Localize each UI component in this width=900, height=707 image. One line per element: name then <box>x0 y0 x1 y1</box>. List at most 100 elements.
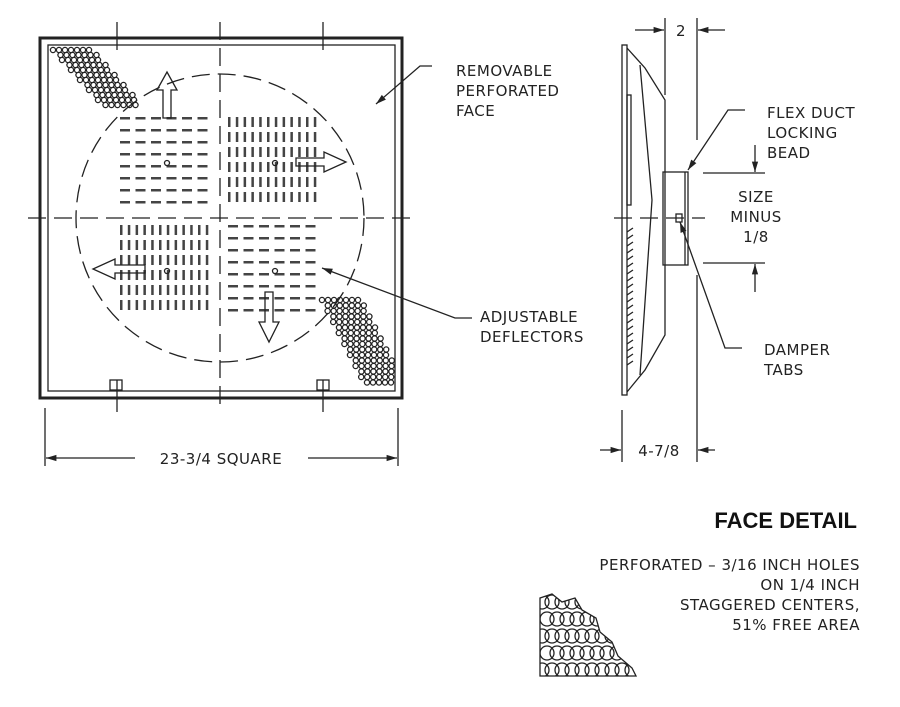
slot <box>198 240 201 250</box>
slot <box>190 240 193 250</box>
sample-hole <box>540 645 555 661</box>
slot <box>290 261 300 264</box>
perforation-hole <box>381 379 389 386</box>
perforation-hole <box>371 324 379 331</box>
arrow-right-icon <box>295 150 348 174</box>
slot <box>259 192 262 202</box>
slot <box>159 255 162 265</box>
perforation-hole <box>354 307 361 315</box>
perforation-hole <box>375 373 383 381</box>
fin-line <box>626 255 634 261</box>
perforation-hole <box>359 318 367 326</box>
sample-hole <box>559 611 575 627</box>
slot <box>306 117 309 127</box>
slot <box>290 132 293 142</box>
slot <box>306 192 309 202</box>
perforation-hole <box>347 329 355 337</box>
sample-hole <box>540 628 550 644</box>
slot <box>205 285 209 295</box>
size-label: SIZE <box>738 188 774 206</box>
sample-hole <box>540 662 550 676</box>
perforation-hole <box>49 46 57 54</box>
slot <box>282 132 286 142</box>
slot <box>198 300 201 310</box>
slot <box>290 162 293 172</box>
slot <box>198 285 201 295</box>
slot <box>228 237 238 240</box>
slot <box>235 177 239 187</box>
slot <box>182 141 192 144</box>
perforation-hole <box>360 313 367 320</box>
face-leader <box>375 65 432 105</box>
slot <box>267 132 270 142</box>
perforation-hole <box>370 368 377 375</box>
face-detail-title: FACE DETAIL <box>714 508 857 533</box>
slot <box>205 225 209 235</box>
perforation-hole <box>376 346 384 353</box>
size-label: MINUS <box>730 208 782 226</box>
slot <box>135 255 139 265</box>
sample-hole <box>624 628 636 644</box>
detail-text: 51% FREE AREA <box>732 616 860 634</box>
sample-hole <box>594 594 610 610</box>
sample-hole <box>614 594 630 610</box>
fin-line <box>626 311 634 317</box>
perforation-hole <box>371 340 378 348</box>
sample-hole <box>544 594 560 610</box>
slot <box>274 297 285 300</box>
slot <box>182 165 192 168</box>
slot <box>305 309 316 312</box>
perforation-hole <box>365 335 372 342</box>
bead-label: LOCKING <box>767 124 838 142</box>
perforation-hole <box>329 318 337 326</box>
slot <box>197 189 208 192</box>
slot <box>135 141 146 144</box>
slot <box>298 162 301 172</box>
perforation-hole <box>365 318 373 326</box>
slot <box>274 225 285 228</box>
slot <box>305 285 316 288</box>
slot <box>290 192 293 202</box>
slot <box>243 285 254 288</box>
slot <box>159 300 162 310</box>
perforation-hole <box>330 296 338 304</box>
deflector-grille <box>228 117 317 202</box>
slot <box>135 201 146 204</box>
arrow-up-icon <box>155 70 179 119</box>
slot <box>174 255 178 265</box>
slot <box>159 240 162 250</box>
slot <box>235 192 239 202</box>
slot <box>305 249 316 252</box>
slot <box>127 225 131 235</box>
slot <box>259 162 262 172</box>
perforation-hole <box>341 329 349 337</box>
slot <box>135 189 146 192</box>
perforation-hole <box>335 324 343 331</box>
slot <box>243 237 254 240</box>
perforation-hole <box>359 329 367 337</box>
fin-line <box>626 339 634 345</box>
slot <box>282 162 286 172</box>
perforation-patches <box>49 46 396 386</box>
slot <box>290 117 293 127</box>
face-detail: FACE DETAIL PERFORATED – 3/16 INCH HOLES… <box>539 508 860 677</box>
side-fins <box>626 227 634 366</box>
damper-label: DAMPER <box>764 341 830 359</box>
sample-hole <box>614 628 630 644</box>
sample-hole <box>554 662 570 676</box>
slot <box>182 117 192 120</box>
perforation-hole <box>371 335 378 342</box>
slot <box>259 147 262 157</box>
slot <box>143 225 146 235</box>
damper-leader <box>679 221 742 349</box>
slot <box>259 249 269 252</box>
fin-line <box>626 290 634 296</box>
slot <box>127 300 131 310</box>
sample-hole <box>554 628 570 644</box>
slot <box>166 141 177 144</box>
slot <box>182 201 192 204</box>
slot <box>120 300 123 310</box>
slot <box>127 255 131 265</box>
perforation-hole <box>382 357 390 364</box>
